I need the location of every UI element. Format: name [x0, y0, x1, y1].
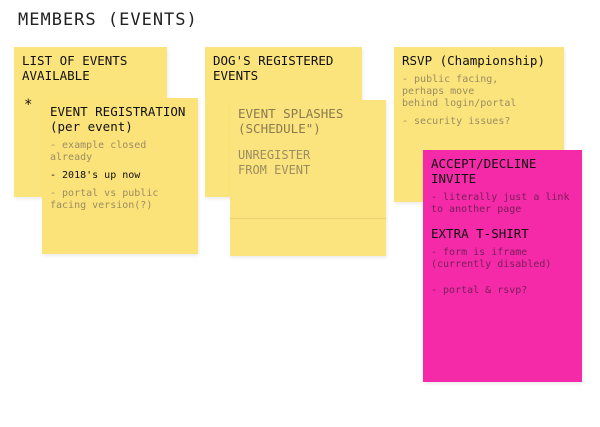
note-rsvp-item: - security issues?	[402, 116, 511, 127]
note-event-splashes-heading: EVENT SPLASHES (SCHEDULE")	[238, 106, 344, 136]
note-rsvp: RSVP (Championship) - public facing, per…	[394, 47, 564, 202]
note-extra-tshirt-item: - form is iframe (currently disabled)	[431, 247, 552, 270]
note-accept-decline-heading: ACCEPT/DECLINE INVITE	[431, 156, 537, 186]
note-events-list-bullet: *	[24, 97, 33, 113]
note-dogs-registered-heading: DOG'S REGISTERED EVENTS	[213, 53, 334, 83]
note-fold-line	[230, 218, 386, 219]
note-extra-tshirt-item: - portal & rsvp?	[431, 285, 528, 296]
note-rsvp-heading: RSVP (Championship)	[402, 53, 545, 68]
note-event-registration-item: - portal vs public facing version(?)	[50, 188, 159, 211]
note-event-splashes: EVENT SPLASHES (SCHEDULE") UNREGISTER FR…	[230, 100, 386, 256]
note-event-registration-item: - example closed already	[50, 140, 147, 163]
note-accept-decline: ACCEPT/DECLINE INVITE - literally just a…	[423, 150, 582, 382]
note-extra-tshirt-heading: EXTRA T-SHIRT	[431, 226, 529, 241]
note-events-list-heading: LIST OF EVENTS AVAILABLE	[22, 53, 128, 83]
board-title: MEMBERS (EVENTS)	[18, 10, 198, 30]
note-event-registration-item: - 2018's up now	[50, 170, 141, 181]
note-event-splashes-item: UNREGISTER FROM EVENT	[238, 148, 311, 177]
note-accept-decline-item: - literally just a link to another page	[431, 192, 570, 215]
note-event-registration-heading: EVENT REGISTRATION (per event)	[50, 104, 186, 134]
note-event-registration: EVENT REGISTRATION (per event) - example…	[42, 98, 198, 254]
note-rsvp-item: - public facing, perhaps move behind log…	[402, 74, 517, 109]
